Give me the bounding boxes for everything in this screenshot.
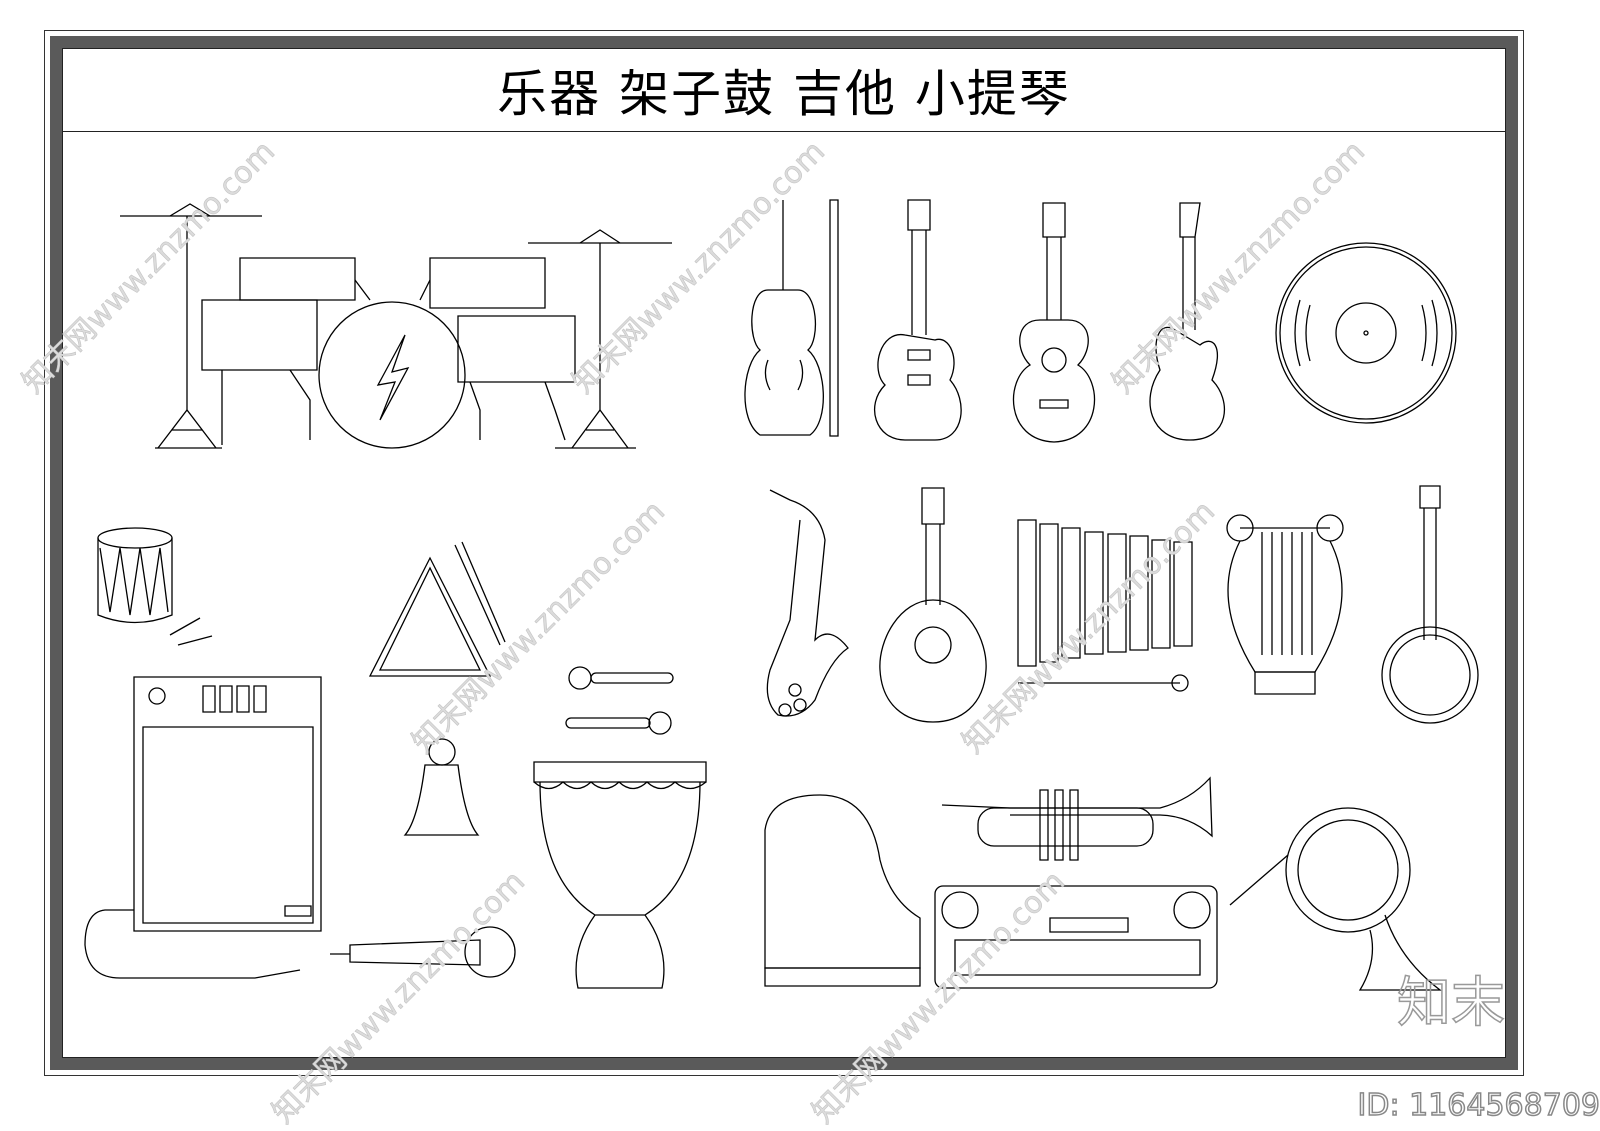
outer-border bbox=[44, 30, 1524, 1076]
snare-drum bbox=[98, 528, 212, 645]
microphone bbox=[330, 927, 515, 977]
watermark-logo: 知末 bbox=[1396, 970, 1506, 1035]
electric-guitar-les-paul bbox=[875, 200, 962, 440]
triangle bbox=[370, 542, 505, 676]
grand-piano bbox=[765, 795, 920, 986]
xylophone bbox=[1018, 520, 1192, 691]
drawing-area bbox=[62, 48, 1506, 1058]
drawing-title: 乐器 架子鼓 吉他 小提琴 bbox=[62, 48, 1506, 132]
drum-kit bbox=[120, 204, 672, 448]
lyre bbox=[1227, 515, 1343, 694]
trumpet bbox=[942, 778, 1212, 860]
vinyl-record bbox=[1276, 243, 1456, 423]
amplifier bbox=[85, 677, 321, 978]
acoustic-guitar bbox=[1014, 203, 1095, 442]
saxophone bbox=[767, 490, 848, 716]
electric-guitar-strat bbox=[1150, 203, 1224, 440]
banjo bbox=[1382, 486, 1478, 723]
keyboard bbox=[935, 886, 1217, 988]
bell bbox=[405, 739, 478, 835]
violin bbox=[745, 200, 838, 436]
french-horn bbox=[1230, 808, 1440, 990]
maracas bbox=[566, 667, 673, 734]
djembe bbox=[534, 762, 706, 988]
watermark-id: ID: 1164568709 bbox=[1357, 1087, 1600, 1124]
mandolin bbox=[880, 488, 986, 722]
drawing-frame bbox=[50, 36, 1518, 1070]
